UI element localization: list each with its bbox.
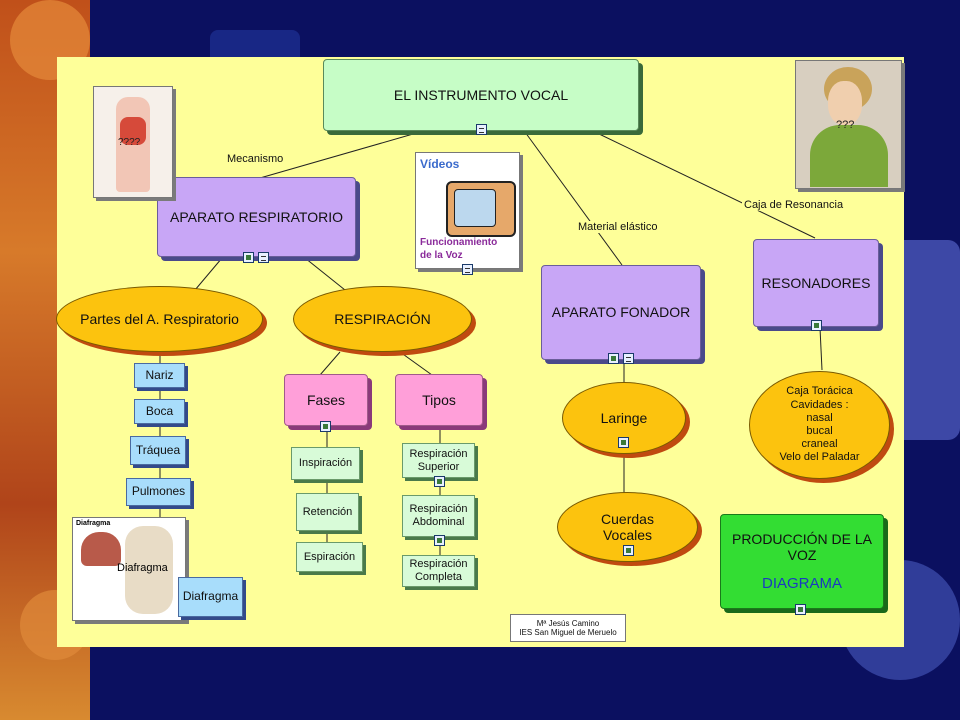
list-label: Diafragma — [182, 589, 239, 604]
node-resonadores-list[interactable]: Caja Torácica Cavidades : nasal bucal cr… — [749, 371, 890, 479]
lungs-image[interactable]: ???? — [93, 86, 173, 198]
list-label: Espiración — [303, 550, 356, 563]
res-item: Cavidades : — [790, 398, 849, 411]
image-icon[interactable] — [608, 353, 619, 364]
face-shape — [828, 81, 862, 125]
list-item-diafragma[interactable]: Diafragma — [178, 577, 243, 617]
node-label: Laringe — [600, 409, 648, 426]
node-respiracion[interactable]: RESPIRACIÓN — [293, 286, 472, 352]
title-text: EL INSTRUMENTO VOCAL — [393, 86, 569, 103]
list-label-line2: Completa — [414, 571, 463, 583]
diafragma-header: Diafragma — [76, 520, 111, 527]
node-partes-respiratorio[interactable]: Partes del A. Respiratorio — [56, 286, 263, 352]
list-item-espiracion[interactable]: Espiración — [296, 542, 363, 572]
node-label-line1: PRODUCCIÓN DE LA — [731, 530, 873, 547]
list-label-line1: Respiración — [409, 447, 468, 460]
res-item: Caja Torácica — [786, 385, 853, 398]
credits-line2: IES San Miguel de Meruelo — [519, 628, 617, 637]
list-label-line2: Abdominal — [412, 516, 465, 528]
list-label-line1: Respiración — [409, 558, 468, 571]
document-icon[interactable] — [462, 264, 473, 275]
node-label: Tipos — [422, 391, 456, 408]
list-item-retencion[interactable]: Retención — [296, 493, 359, 531]
node-label: Partes del A. Respiratorio — [80, 310, 239, 327]
list-label: Boca — [145, 403, 174, 418]
node-produccion-voz[interactable]: PRODUCCIÓN DE LA VOZ DIAGRAMA — [720, 514, 884, 609]
diafragma-label: Diafragma — [117, 562, 168, 574]
image-icon[interactable] — [320, 421, 331, 432]
image-icon[interactable] — [243, 252, 254, 263]
node-fases[interactable]: Fases — [284, 374, 368, 426]
link-label-mecanismo: Mecanismo — [225, 153, 286, 165]
list-item-respiracion-abdominal[interactable]: Respiración Abdominal — [402, 495, 475, 537]
image-icon[interactable] — [623, 545, 634, 556]
node-label-line1: Cuerdas — [601, 510, 654, 527]
res-item: bucal — [806, 425, 833, 437]
list-item-respiracion-superior[interactable]: Respiración Superior — [402, 443, 475, 478]
video-caption-1: Funcionamiento — [420, 237, 498, 248]
node-label: APARATO FONADOR — [551, 304, 691, 321]
diagrama-link[interactable]: DIAGRAMA — [761, 574, 842, 592]
node-aparato-respiratorio[interactable]: APARATO RESPIRATORIO — [157, 177, 356, 257]
tv-screen-shape — [454, 189, 496, 227]
node-label: RESONADORES — [761, 274, 871, 291]
document-icon[interactable] — [258, 252, 269, 263]
singer-question: ??? — [836, 119, 855, 131]
tv-icon — [446, 181, 516, 237]
image-icon[interactable] — [618, 437, 629, 448]
node-label: RESPIRACIÓN — [334, 310, 431, 327]
list-label: Inspiración — [298, 457, 353, 470]
node-label: Fases — [306, 391, 346, 408]
ribcage-shape — [125, 526, 173, 614]
singer-image[interactable]: ??? — [795, 60, 902, 189]
list-label: Retención — [302, 505, 353, 518]
list-label: Pulmones — [131, 484, 186, 499]
list-item-respiracion-completa[interactable]: Respiración Completa — [402, 555, 475, 587]
lungs-shape — [120, 117, 146, 145]
node-resonadores[interactable]: RESONADORES — [753, 239, 879, 327]
link-label-material: Material elástico — [576, 221, 660, 233]
video-caption-2: de la Voz — [420, 250, 463, 261]
list-item-traquea[interactable]: Tráquea — [130, 436, 186, 465]
res-item: nasal — [806, 411, 833, 424]
node-aparato-fonador[interactable]: APARATO FONADOR — [541, 265, 701, 360]
image-icon[interactable] — [795, 604, 806, 615]
image-icon[interactable] — [811, 320, 822, 331]
image-icon[interactable] — [434, 535, 445, 546]
lungs-question: ???? — [118, 137, 141, 148]
list-item-nariz[interactable]: Nariz — [134, 363, 185, 388]
list-item-pulmones[interactable]: Pulmones — [126, 478, 191, 506]
image-icon[interactable] — [434, 476, 445, 487]
credits-box: Mª Jesús Camino IES San Miguel de Meruel… — [510, 614, 626, 642]
link-label-caja: Caja de Resonancia — [742, 199, 846, 211]
video-label: Vídeos — [420, 157, 460, 171]
node-tipos[interactable]: Tipos — [395, 374, 483, 426]
node-label: APARATO RESPIRATORIO — [170, 208, 343, 225]
res-item: Velo del Paladar — [779, 451, 860, 464]
video-thumbnail[interactable]: Vídeos Funcionamiento de la Voz — [415, 152, 520, 269]
list-label: Nariz — [145, 367, 174, 382]
diafragma-organ-shape — [81, 532, 121, 566]
node-label-line2: VOZ — [787, 546, 817, 563]
res-item: craneal — [801, 438, 838, 451]
credits-line1: Mª Jesús Camino — [536, 618, 600, 628]
list-label-line1: Respiración — [409, 503, 468, 516]
document-icon[interactable] — [623, 353, 634, 364]
title-node[interactable]: EL INSTRUMENTO VOCAL — [323, 59, 639, 131]
node-label-line2: Vocales — [602, 527, 653, 543]
document-icon[interactable] — [476, 124, 487, 135]
list-item-boca[interactable]: Boca — [134, 399, 185, 424]
list-item-inspiracion[interactable]: Inspiración — [291, 447, 360, 480]
body-shape — [810, 125, 888, 187]
list-label-line2: Superior — [417, 460, 460, 473]
diafragma-image[interactable]: Diafragma Diafragma — [72, 517, 186, 621]
list-label: Tráquea — [135, 442, 181, 457]
